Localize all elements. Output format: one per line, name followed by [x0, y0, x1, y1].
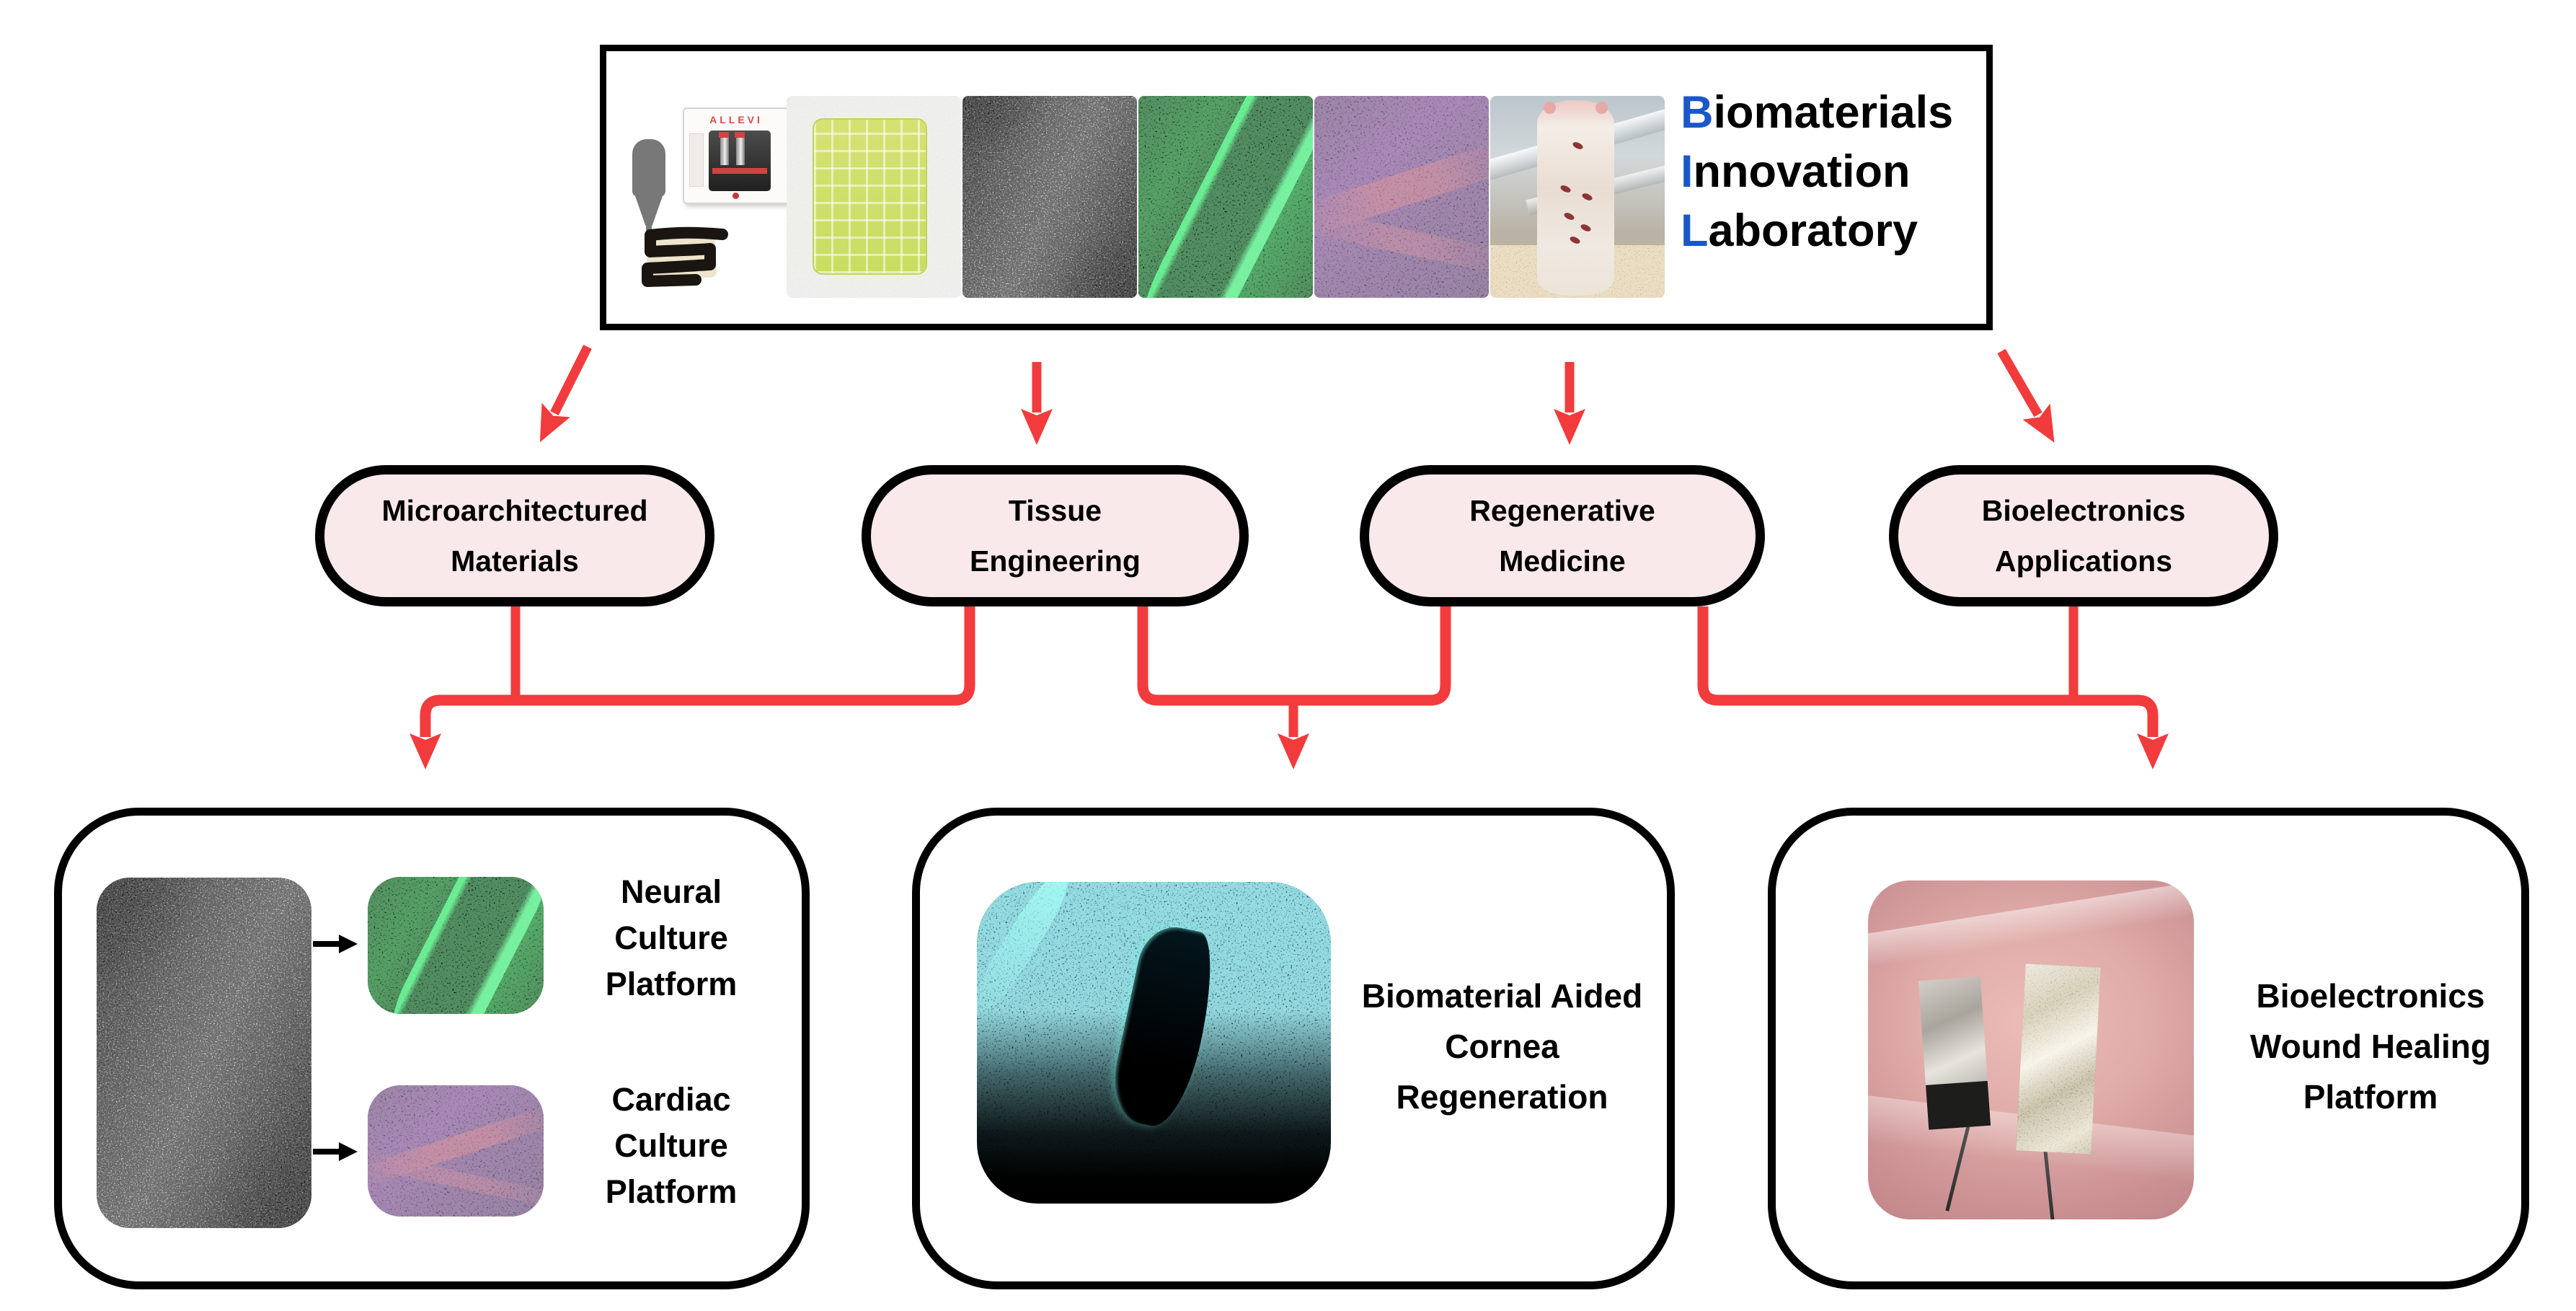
neural-culture-image	[368, 877, 544, 1014]
title-line-laboratory: Laboratory	[1681, 206, 1918, 256]
printed-serpentine-icon	[642, 226, 728, 287]
cornea-image	[977, 882, 1331, 1204]
platform-box-culture: Neural Culture Platform Cardiac Culture …	[54, 808, 810, 1289]
lab-title: Biomaterials Innovation Laboratory	[1681, 83, 1991, 260]
bioprinter-syringe-barrel	[736, 136, 745, 165]
electrode-left	[1918, 976, 1991, 1130]
bioprinter-graphic: ALLEVI	[683, 107, 789, 204]
platform-box-cornea: Biomaterial Aided Cornea Regeneration	[912, 808, 1675, 1289]
arrow-to-microarchitectured	[539, 345, 592, 443]
syringe-body	[632, 139, 665, 197]
cardiac-culture-image	[368, 1085, 544, 1217]
scaffold-lattice	[813, 118, 928, 275]
branch-pill-tissue-engineering: Tissue Engineering	[862, 465, 1249, 606]
branch-pill-regenerative-medicine: Regenerative Medicine	[1360, 465, 1765, 606]
platform-box-wound-healing: Bioelectronics Wound Healing Platform	[1768, 808, 2529, 1289]
connector-bus-right	[1697, 606, 2169, 769]
cornea-platform-label: Biomaterial Aided Cornea Regeneration	[1361, 977, 1643, 1116]
wound-platform-label: Bioelectronics Wound Healing Platform	[2250, 977, 2491, 1116]
bioprinter-side-window	[689, 133, 704, 187]
electrode-right	[2016, 963, 2102, 1154]
rat-body	[1537, 100, 1614, 296]
title-line-biomaterials: Biomaterials	[1681, 87, 1954, 138]
connector-bus-middle	[1137, 606, 1451, 706]
neural-culture-label: Neural Culture Platform	[605, 873, 738, 1002]
bioprinter-clip	[735, 132, 745, 138]
bioprinter-power-button	[732, 193, 739, 199]
bioprinter-brand-label: ALLEVI	[709, 114, 763, 125]
cornea-flap-shape	[1105, 921, 1223, 1133]
right-arrow-icon	[313, 1142, 358, 1161]
title-line-innovation: Innovation	[1681, 146, 1911, 197]
wound-device-image	[1868, 880, 2194, 1219]
branch-pill-microarchitectured-materials: Microarchitectured Materials	[315, 465, 714, 606]
right-arrow-icon	[313, 935, 358, 953]
bioprinter-print-chamber	[709, 131, 771, 191]
connector-bus-left	[410, 606, 975, 769]
branch-pill-bioelectronics-applications: Bioelectronics Applications	[1889, 465, 2278, 606]
arrow-to-bioelectronics	[1997, 348, 2055, 443]
cardiac-culture-label: Cardiac Culture Platform	[605, 1081, 738, 1210]
bioprinter-clip	[719, 132, 729, 138]
bioprinter-syringe-barrel	[720, 136, 729, 165]
bioprinter-gantry-bar	[712, 168, 767, 174]
sem-scaffold-image	[97, 878, 311, 1228]
